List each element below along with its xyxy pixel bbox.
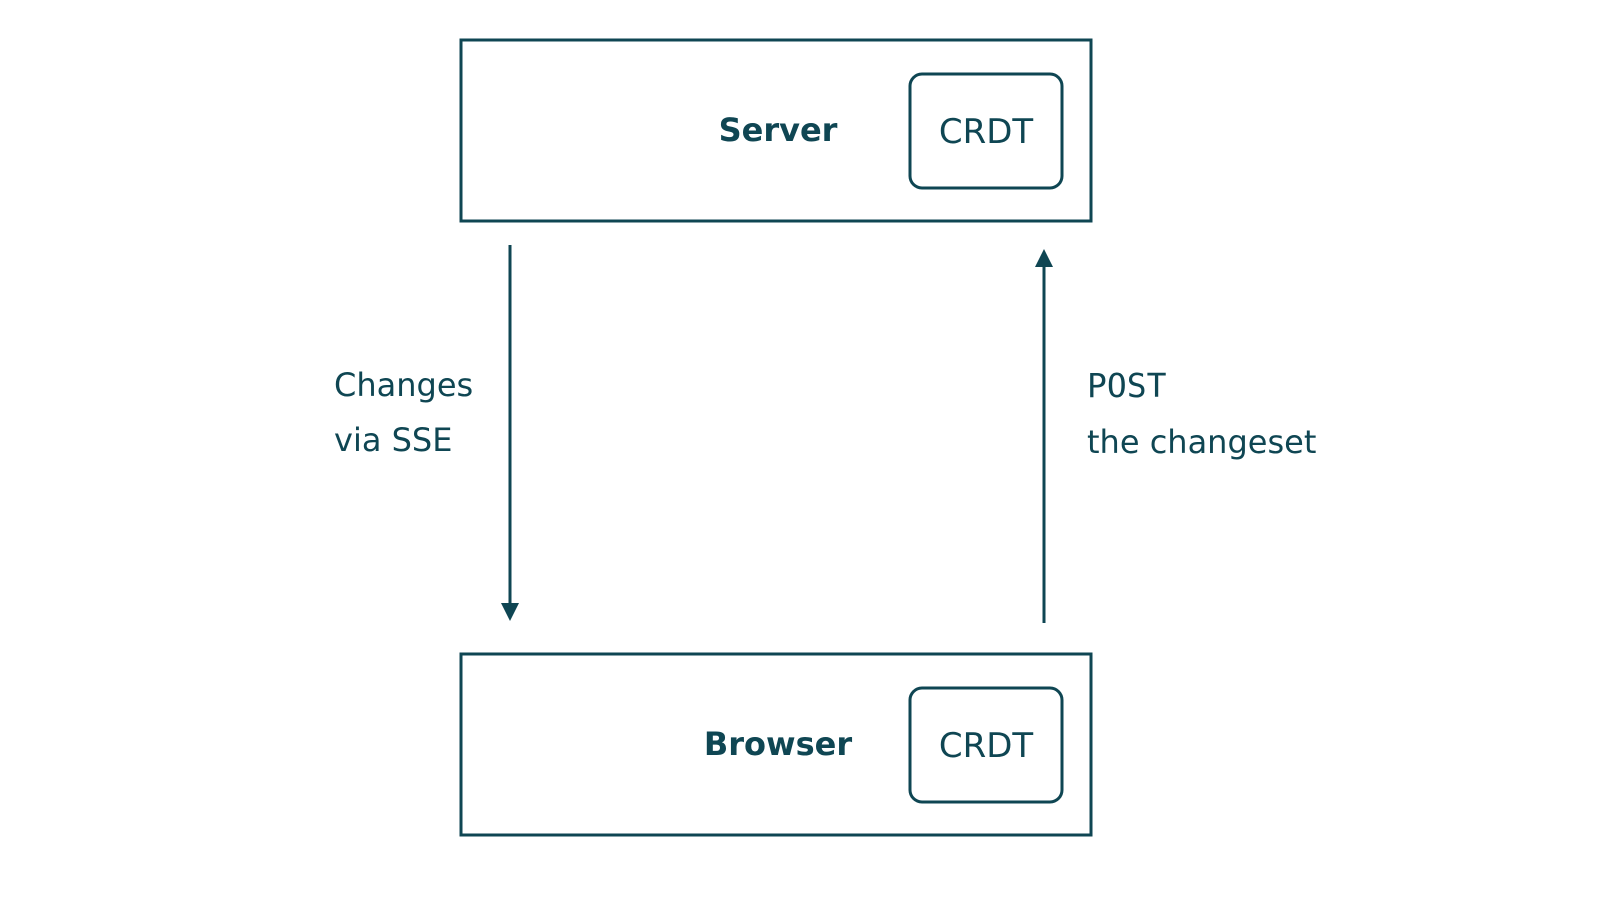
browser-node: Browser CRDT xyxy=(459,652,1093,837)
server-crdt-component: CRDT xyxy=(908,72,1064,190)
server-crdt-label: CRDT xyxy=(939,112,1034,152)
browser-crdt-component: CRDT xyxy=(908,686,1064,804)
server-node: Server CRDT xyxy=(459,38,1093,223)
post-label-line2: the changeset xyxy=(1087,423,1316,461)
post-edge: POST the changeset xyxy=(1035,249,1316,623)
browser-crdt-box xyxy=(908,686,1064,804)
post-label-line1: POST xyxy=(1087,366,1167,405)
browser-title: Browser xyxy=(704,725,852,763)
sse-label-line2: via SSE xyxy=(334,421,452,459)
browser-crdt-label: CRDT xyxy=(939,726,1034,766)
server-crdt-box xyxy=(908,72,1064,190)
sse-edge: Changes via SSE xyxy=(334,245,519,621)
sse-label-line1: Changes xyxy=(334,366,473,404)
server-title: Server xyxy=(719,111,838,149)
server-box xyxy=(459,38,1093,223)
browser-box xyxy=(459,652,1093,837)
